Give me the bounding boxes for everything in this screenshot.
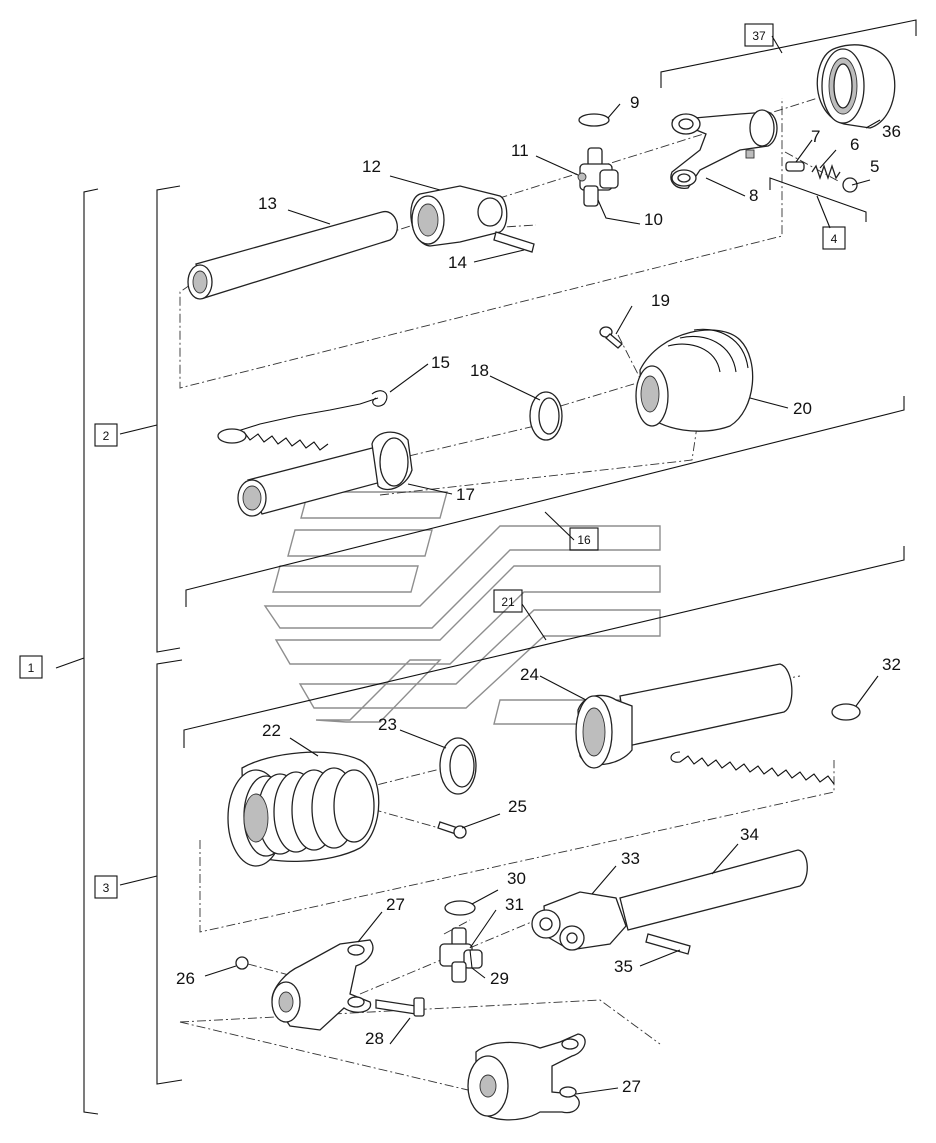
callout-25: 25: [508, 797, 527, 816]
leader-lines: [204, 103, 881, 1095]
callout-labels: 5 6 7 8 9 10 11 12 13 14 15 17 18 19 20 …: [176, 93, 901, 1096]
callout-8: 8: [749, 186, 758, 205]
assembly-box-1: 1: [19, 655, 43, 679]
callout-20: 20: [793, 399, 812, 418]
bracket-assembly-3: [119, 659, 183, 1085]
callout-24: 24: [520, 665, 539, 684]
assembly-box-label: 3: [103, 881, 110, 895]
bracket-assembly-4: [769, 177, 867, 229]
part-23-bearing-ring: [439, 737, 477, 795]
part-10-cross-kit: [577, 147, 619, 207]
callout-23: 23: [378, 715, 397, 734]
part-5-ball: [842, 177, 858, 193]
bracket-assembly-37: [660, 19, 917, 88]
part-28-bolt: [375, 997, 425, 1017]
part-25-screw: [437, 821, 467, 839]
part-15-chain: [217, 390, 388, 451]
callout-17: 17: [456, 485, 475, 504]
part-27-yoke-upper: [271, 939, 374, 1031]
assembly-box-label: 1: [28, 661, 35, 675]
assembly-box-2: 2: [94, 423, 118, 447]
callout-11: 11: [511, 141, 529, 160]
callout-14: 14: [448, 253, 467, 272]
part-22-bellows: [227, 751, 380, 867]
part-7-pin: [785, 161, 805, 172]
assembly-box-label: 4: [831, 232, 838, 246]
part-34-tube: [619, 849, 808, 931]
part-33-yoke: [531, 891, 627, 951]
part-30-circlip: [444, 900, 476, 916]
assembly-box-4: 4: [822, 226, 846, 250]
assembly-box-21: 21: [493, 589, 523, 613]
part-9-circlip: [578, 113, 610, 127]
part-8-yoke: [670, 109, 778, 189]
callout-10: 10: [644, 210, 663, 229]
callout-19: 19: [651, 291, 670, 310]
callout-36: 36: [882, 122, 901, 141]
callout-12: 12: [362, 157, 381, 176]
callout-29: 29: [490, 969, 509, 988]
part-36-dust-cone: [816, 44, 896, 129]
callout-27-upper: 27: [386, 895, 405, 914]
part-24-tube: [575, 663, 793, 769]
callout-9: 9: [630, 93, 639, 112]
callout-31: 31: [505, 895, 524, 914]
bracket-assembly-16: [185, 396, 905, 607]
assembly-box-16: 16: [569, 527, 599, 551]
part-19-screw: [599, 326, 623, 349]
part-13-tube: [187, 211, 398, 300]
bracket-assembly-2: [119, 185, 181, 653]
part-17-tube: [237, 431, 413, 517]
callout-7: 7: [811, 127, 820, 146]
callout-6: 6: [850, 135, 859, 154]
callout-22: 22: [262, 721, 281, 740]
part-32-chain: [670, 703, 861, 785]
assembly-box-37: 37: [744, 23, 774, 47]
callout-34: 34: [740, 825, 759, 844]
assembly-box-label: 21: [501, 595, 515, 609]
callout-5: 5: [870, 157, 879, 176]
callout-35: 35: [614, 957, 633, 976]
callout-27-lower: 27: [622, 1077, 641, 1096]
callout-28: 28: [365, 1029, 384, 1048]
callout-15: 15: [431, 353, 450, 372]
part-20-guard: [635, 328, 754, 432]
callout-26: 26: [176, 969, 195, 988]
assembly-box-label: 2: [103, 429, 110, 443]
part-12-yoke: [410, 185, 508, 247]
assembly-box-label: 37: [752, 29, 766, 43]
assembly-box-label: 16: [577, 533, 591, 547]
callout-13: 13: [258, 194, 277, 213]
callout-32: 32: [882, 655, 901, 674]
callout-30: 30: [507, 869, 526, 888]
part-29-cross-kit: [439, 927, 483, 983]
callout-18: 18: [470, 361, 489, 380]
part-35-pin: [645, 933, 691, 955]
part-18-bearing-ring: [529, 391, 563, 441]
part-14-pin: [493, 231, 535, 253]
part-6-spring: [811, 163, 841, 181]
callout-33: 33: [621, 849, 640, 868]
assembly-box-3: 3: [94, 875, 118, 899]
bracket-assembly-1: [55, 188, 99, 1115]
part-27-yoke-lower: [467, 1033, 586, 1121]
bracket-assembly-21: [183, 546, 905, 748]
watermark-logo: [263, 491, 661, 725]
part-26-nut: [235, 956, 249, 970]
